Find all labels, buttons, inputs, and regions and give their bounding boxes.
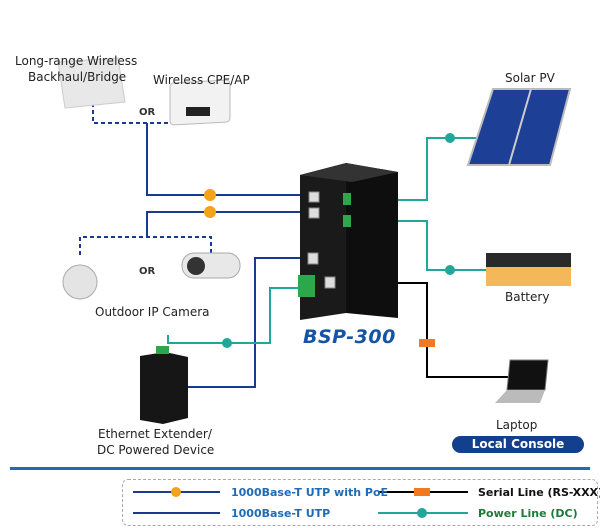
dc-terminal-3 [298, 275, 315, 297]
legend-utp-poe: 1000Base-T UTP with PoE [231, 486, 389, 499]
poe-link-1 [146, 123, 310, 196]
backhaul-label-1: Long-range Wireless [15, 54, 138, 68]
legend-utp: 1000Base-T UTP [231, 507, 331, 520]
laptop-image [495, 359, 549, 403]
battery-label: Battery [505, 290, 550, 304]
bullet-camera-image [181, 252, 241, 279]
battery-image [486, 253, 571, 286]
legend-lines [133, 487, 468, 518]
ethernet-extender-image [140, 346, 188, 424]
legend-dc: Power Line (DC) [478, 507, 578, 520]
device-model-title: BSP-300 [303, 326, 396, 348]
wireless-cpe-image [169, 79, 231, 126]
bsp-300-device [298, 163, 398, 320]
backhaul-label-2: Backhaul/Bridge [28, 70, 127, 84]
local-console-badge: Local Console [452, 436, 584, 453]
cpe-label: Wireless CPE/AP [153, 73, 250, 87]
extender-label-1: Ethernet Extender/ [98, 427, 212, 441]
divider [10, 467, 590, 470]
backhaul-bridge-image [57, 57, 126, 109]
poe-badge-2 [204, 206, 216, 218]
or-text-camera: OR [139, 266, 156, 277]
utp-lines [79, 103, 310, 388]
serial-badge [419, 339, 435, 347]
legend-box [122, 479, 598, 526]
laptop-label: Laptop [496, 418, 538, 432]
solar-label: Solar PV [505, 71, 555, 85]
poe-badge-1 [204, 189, 216, 201]
or-text-top: OR [139, 107, 156, 118]
legend-serial: Serial Line (RS-XXX) [478, 486, 600, 499]
rj45-port-3 [307, 252, 319, 265]
utp-link-extender [188, 257, 310, 388]
camera-label: Outdoor IP Camera [95, 305, 210, 319]
dc-badge-battery [445, 265, 455, 275]
solar-pv-image [466, 88, 572, 166]
rj45-port-2 [308, 207, 320, 219]
ptz-camera-image [62, 264, 98, 300]
dc-badge-extender [222, 338, 232, 348]
camera-dashed-link [79, 236, 212, 255]
dc-terminal-2 [343, 215, 351, 227]
extender-label-2: DC Powered Device [97, 443, 215, 457]
console-port [324, 276, 336, 289]
dc-badge-solar [445, 133, 455, 143]
poe-link-2 [146, 211, 310, 237]
dc-link-extender [167, 287, 298, 344]
dc-terminal-1 [343, 193, 351, 205]
rj45-port-1 [308, 191, 320, 203]
